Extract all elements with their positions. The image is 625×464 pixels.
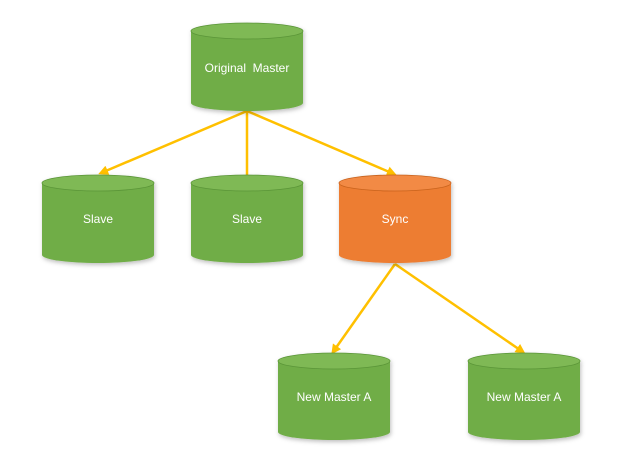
database-new-master-a-left — [277, 352, 391, 440]
arrow-original-to-slave1 — [98, 109, 248, 175]
database-slave-2 — [190, 174, 304, 263]
database-cylinder-icon — [191, 183, 303, 263]
database-label-new-master-a-left: New Master A — [297, 390, 372, 404]
database-label-slave-1: Slave — [83, 212, 113, 226]
database-cylinder-top — [277, 352, 391, 370]
database-label-slave-2: Slave — [232, 212, 262, 226]
database-cylinder-icon — [278, 361, 390, 440]
database-label-sync: Sync — [382, 212, 409, 226]
database-cylinder-top — [190, 174, 304, 192]
database-slave-1 — [41, 174, 155, 263]
arrow-original-to-sync — [246, 109, 397, 176]
database-cylinder-icon — [468, 361, 580, 440]
database-original-master — [190, 22, 304, 111]
database-new-master-a-right — [467, 352, 581, 440]
database-sync — [338, 174, 452, 263]
arrow-sync-to-new-master-a-left — [331, 263, 397, 355]
database-cylinder-top — [41, 174, 155, 192]
database-cylinder-top — [190, 22, 304, 40]
database-cylinder-top — [467, 352, 581, 370]
database-label-new-master-a-right: New Master A — [487, 390, 562, 404]
database-cylinder-icon — [339, 183, 451, 263]
arrow-sync-to-new-master-a-right — [394, 262, 526, 354]
database-cylinder-icon — [42, 183, 154, 263]
database-cylinder-icon — [191, 31, 303, 111]
database-label-original-master: Original Master — [205, 61, 290, 75]
connectors — [98, 109, 526, 355]
database-cylinder-top — [338, 174, 452, 192]
